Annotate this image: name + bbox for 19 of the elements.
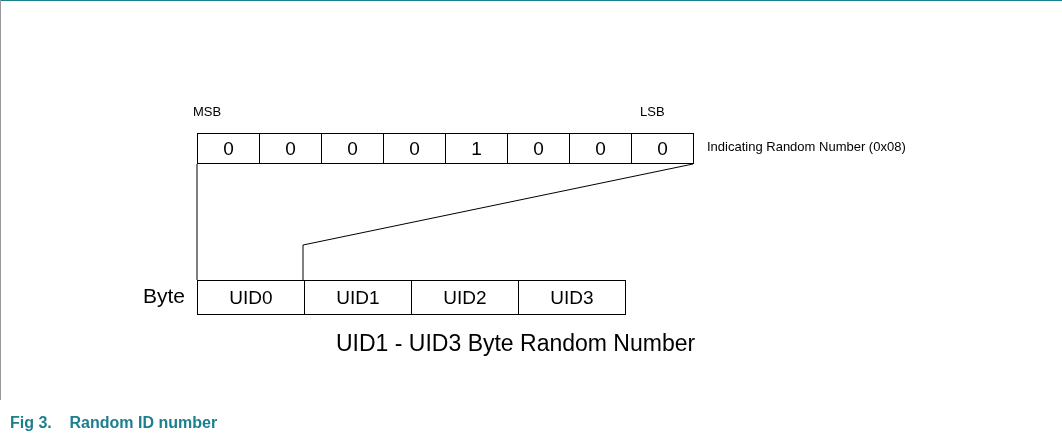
connector-line bbox=[196, 163, 198, 281]
annotation-text: Indicating Random Number (0x08) bbox=[707, 139, 906, 154]
bit-cell: 0 bbox=[321, 133, 384, 164]
byte-cell: UID0 bbox=[197, 280, 305, 315]
byte-cell: UID2 bbox=[411, 280, 519, 315]
row-label: Byte bbox=[143, 284, 186, 308]
bit-cell: 0 bbox=[569, 133, 632, 164]
bit-cell: 0 bbox=[631, 133, 694, 164]
figure-caption: Fig 3. Random ID number bbox=[10, 414, 218, 432]
bit-order-label: LSB bbox=[640, 104, 665, 119]
description-text: UID1 - UID3 Byte Random Number bbox=[336, 330, 696, 357]
bit-cell: 0 bbox=[197, 133, 260, 164]
byte-cell: UID3 bbox=[518, 280, 626, 315]
bit-cell: 0 bbox=[507, 133, 570, 164]
byte-cell: UID1 bbox=[304, 280, 412, 315]
bit-cell: 0 bbox=[259, 133, 322, 164]
bit-order-label: MSB bbox=[193, 104, 222, 119]
bit-cell: 0 bbox=[383, 133, 446, 164]
bit-cell: 1 bbox=[445, 133, 508, 164]
